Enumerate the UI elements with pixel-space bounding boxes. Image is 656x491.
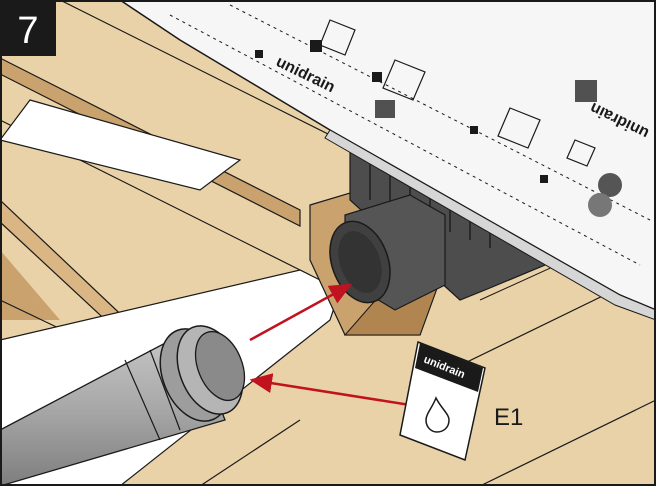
step-badge: 7 <box>0 0 56 56</box>
arrow-lubricant-to-pipe <box>249 373 411 407</box>
water-drop-icon <box>425 396 450 433</box>
drain-pipe <box>0 325 246 487</box>
arrow-pipe-to-socket <box>249 283 353 342</box>
drain-outlet-socket <box>329 194 446 311</box>
step-number: 7 <box>17 10 38 52</box>
insertion-arrows <box>249 283 411 407</box>
sachet-label: E1 <box>494 404 523 431</box>
lubricant-sachet: unidrain <box>399 340 486 462</box>
drain-channel-strip: unidrain unidrain <box>118 0 656 321</box>
